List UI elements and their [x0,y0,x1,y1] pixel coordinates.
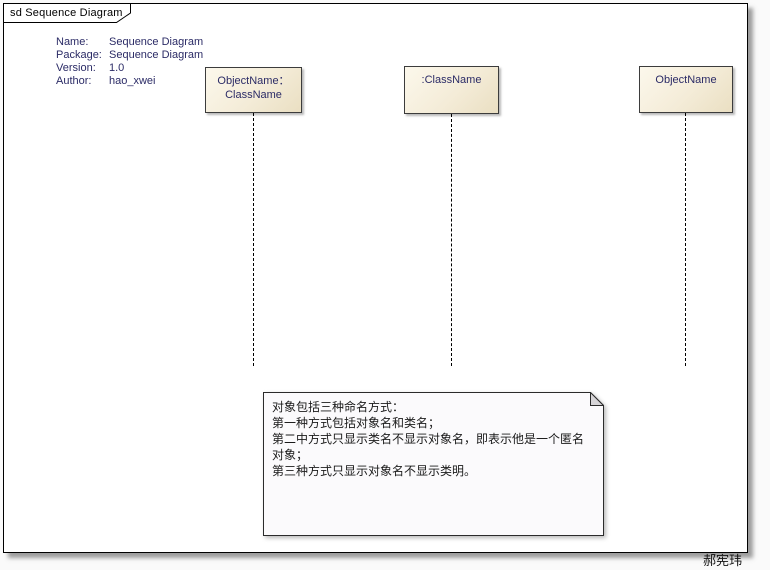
metadata-label: Version: [56,62,96,74]
metadata-value: hao_xwei [109,75,156,87]
lifeline-head-classname[interactable]: :ClassName [404,66,499,114]
metadata-label: Package: [56,49,102,61]
frame-tab-label: sd Sequence Diagram [10,7,123,19]
metadata-row-name: Name: Sequence Diagram [56,36,203,49]
sequence-diagram-frame: sd Sequence Diagram Name: Sequence Diagra… [3,3,748,553]
note-text: 对象包括三种命名方式： 第一种方式包括对象名和类名； 第二中方式只显示类名不显示… [272,400,585,478]
frame-tab-shape [4,4,131,23]
author-signature: 郝宪玮 [702,553,742,568]
metadata-value: Sequence Diagram [109,49,204,61]
lifeline-dashed-line[interactable] [253,113,254,366]
metadata-row-version: Version: 1.0 [56,62,203,75]
lifeline-dashed-line[interactable] [685,113,686,366]
metadata-row-package: Package: Sequence Diagram [56,49,203,62]
metadata-value: Sequence Diagram [109,36,204,48]
metadata-label: Name: [56,36,89,48]
note-fold-corner [590,392,604,406]
uml-note[interactable]: 对象包括三种命名方式： 第一种方式包括对象名和类名； 第二中方式只显示类名不显示… [263,392,604,536]
lifeline-dashed-line[interactable] [451,114,452,366]
diagram-metadata: Name: Sequence Diagram Package: Sequence D… [56,36,203,88]
lifeline-head-objectname[interactable]: ObjectName [639,66,733,113]
metadata-value: 1.0 [109,62,125,74]
metadata-row-author: Author: hao_xwei [56,75,203,88]
note-shape [263,392,604,536]
metadata-label: Author: [56,75,92,87]
lifeline-head-objectname-classname[interactable]: ObjectName： ClassName [205,67,302,113]
